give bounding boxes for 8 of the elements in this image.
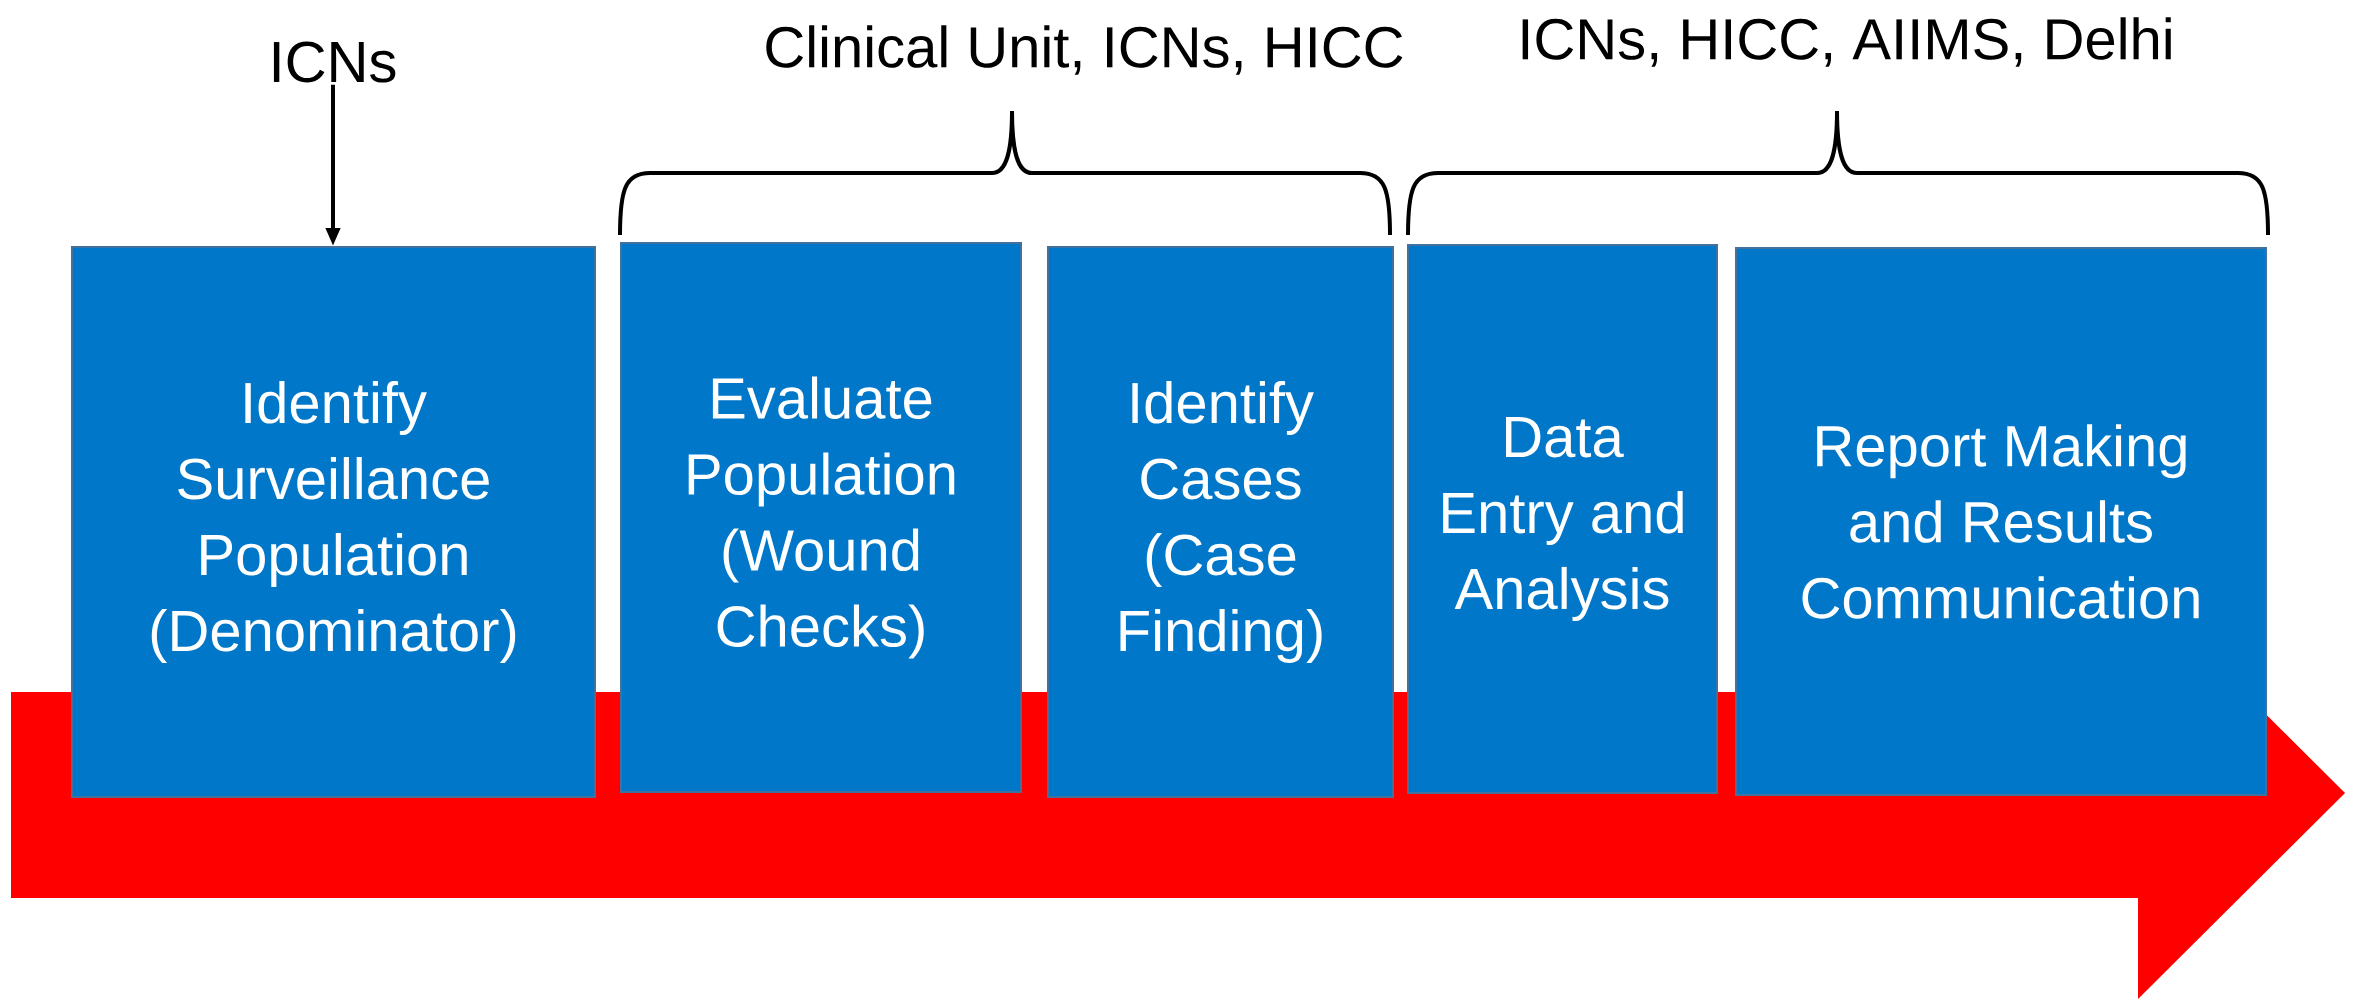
process-box: Identify Cases (Case Finding) — [1047, 246, 1394, 798]
group-label: Clinical Unit, ICNs, HICC — [766, 25, 1403, 75]
process-box: Identify Surveillance Population (Denominator) — [71, 246, 596, 798]
actor-label: ICNs — [273, 41, 396, 83]
group-label: ICNs, HICC, AIIMS, Delhi — [1522, 17, 2171, 67]
process-box: Data Entry and Analysis — [1407, 244, 1718, 794]
process-box: Report Making and Results Communication — [1735, 247, 2267, 796]
process-box: Evaluate Population (Wound Checks) — [620, 242, 1022, 793]
